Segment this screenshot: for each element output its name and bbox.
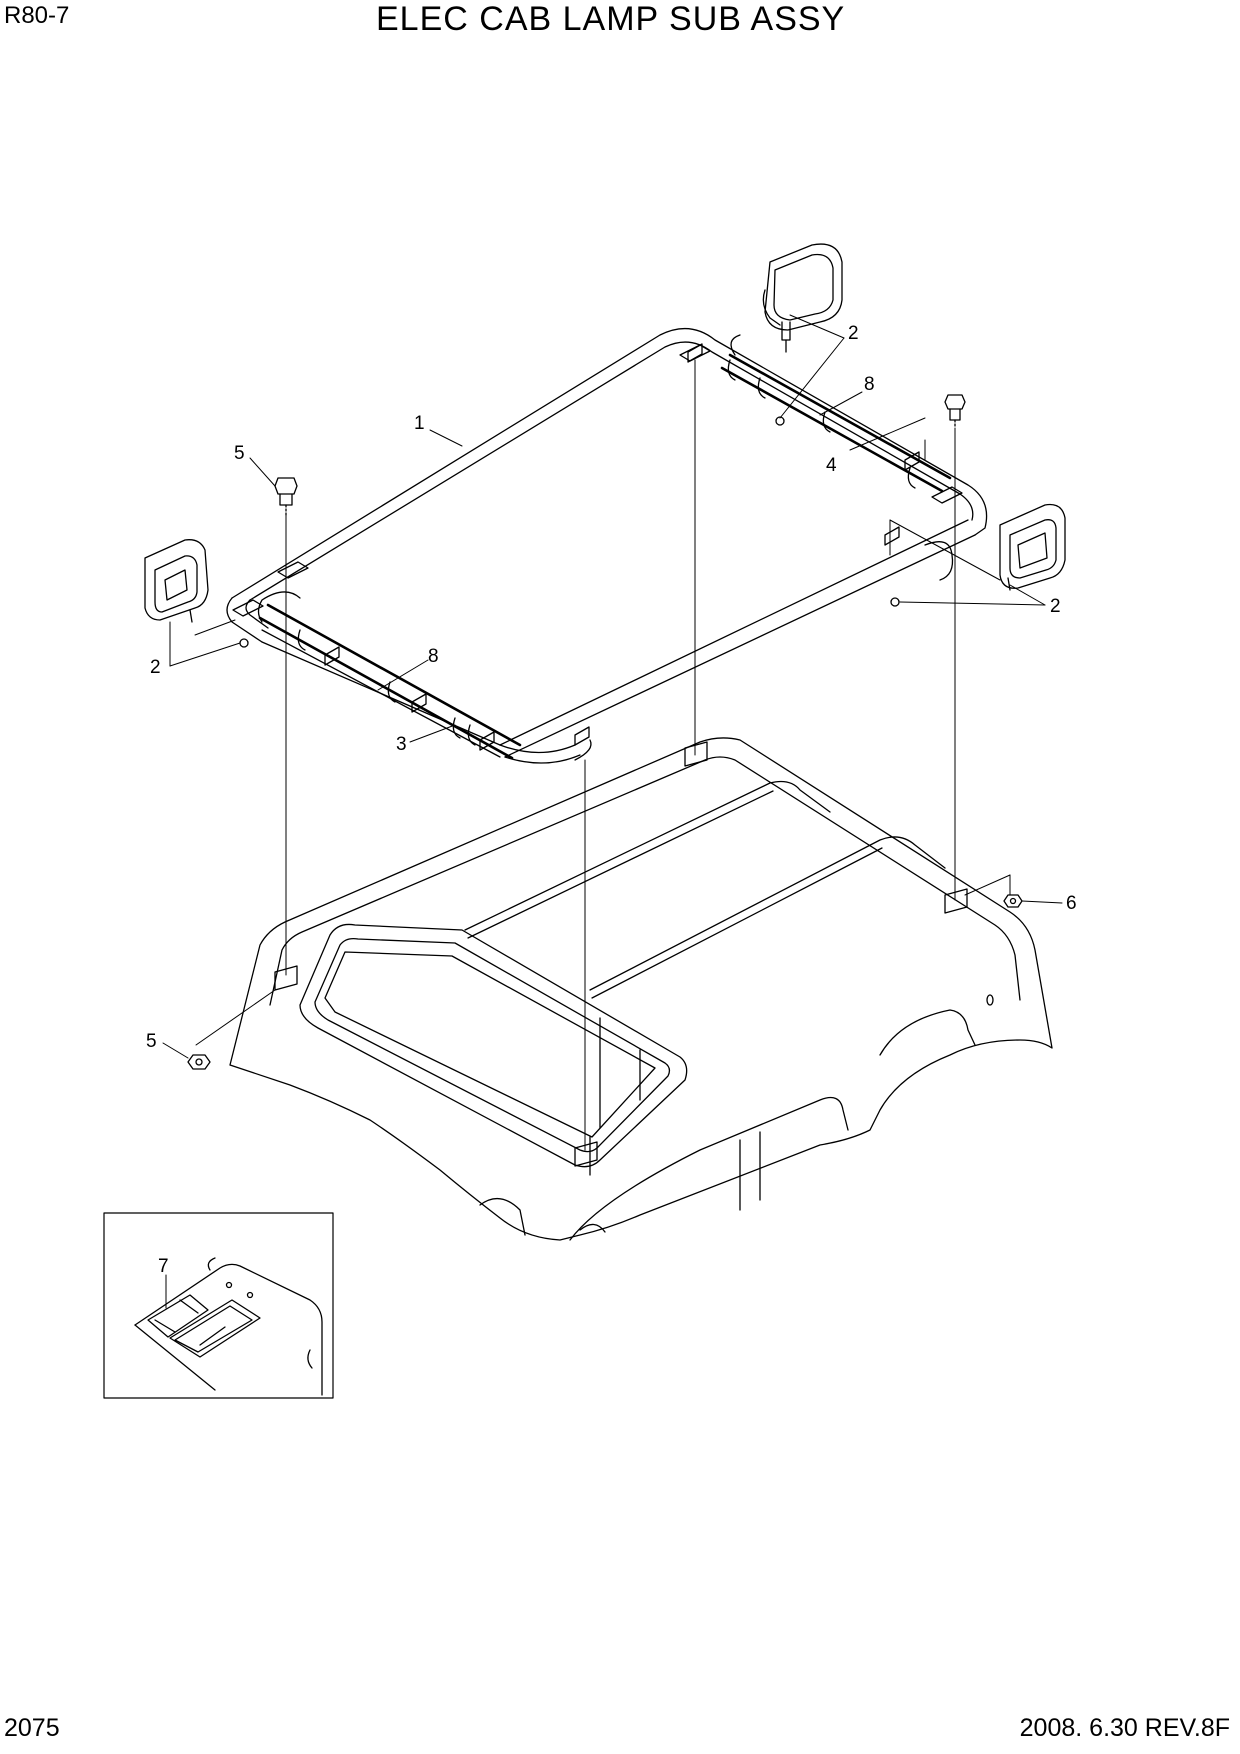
bolt-right: [944, 394, 966, 429]
revision-date: 2008. 6.30 REV.8F: [1019, 1714, 1230, 1742]
callout-8-right: 8: [864, 374, 875, 395]
callout-2-left: 2: [150, 657, 161, 678]
callout-4: 4: [826, 455, 837, 476]
assembly-lines: [194, 359, 1011, 1151]
cab-roof: [229, 737, 1053, 1241]
work-lamp-right: [999, 503, 1066, 591]
work-lamp-rear: [762, 243, 843, 353]
leader-lines: [162, 314, 1063, 1309]
callout-8-left: 8: [428, 646, 439, 667]
callout-5-bolt: 5: [234, 443, 245, 464]
callout-1: 1: [414, 413, 425, 434]
callout-labels: 1 2 8 4 5 2 2 8 3 6 5 7: [146, 323, 1077, 1277]
callout-6: 6: [1066, 893, 1077, 914]
nut-part-6: [1003, 894, 1023, 908]
callout-7: 7: [158, 1256, 169, 1277]
callout-2-rear: 2: [848, 323, 859, 344]
callout-5-nut: 5: [146, 1031, 157, 1052]
model-code: R80-7: [4, 2, 70, 29]
bolt-left: [274, 477, 298, 516]
switch-panel-inset: [103, 1212, 334, 1399]
nut-part-5: [187, 1054, 211, 1070]
page-title: ELEC CAB LAMP SUB ASSY: [376, 0, 846, 38]
lamp-frame-tube: [226, 328, 988, 764]
work-lamp-left: [144, 539, 209, 623]
page-number: 2075: [4, 1714, 60, 1742]
callout-2-right: 2: [1050, 596, 1061, 617]
callout-3: 3: [396, 734, 407, 755]
